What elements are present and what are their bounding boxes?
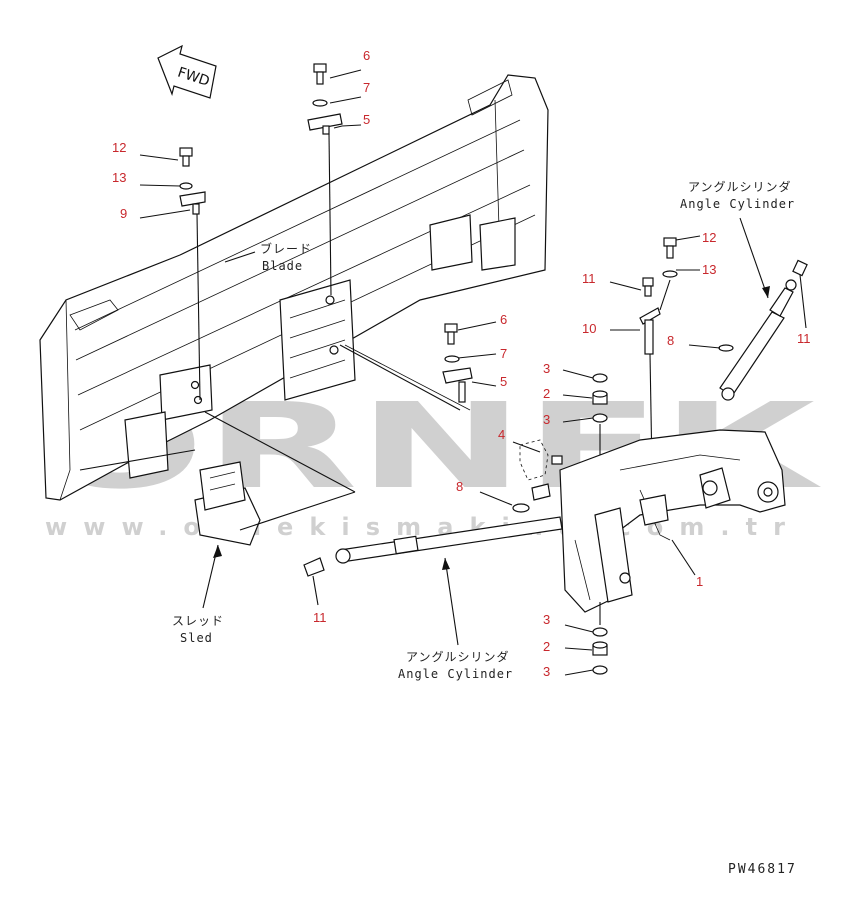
callout-1: 1 [696, 574, 703, 589]
callout-6-middle: 6 [500, 312, 507, 327]
callout-9: 9 [120, 206, 127, 221]
bolt-stack-right [609, 235, 734, 471]
callout-2-lower: 2 [543, 639, 550, 654]
angle-cylinder-lower-label-jp: アングルシリンダ [406, 649, 510, 664]
callout-3-upper-a: 3 [543, 361, 550, 376]
callout-12-left: 12 [112, 140, 126, 155]
bolt-stack-middle [339, 321, 497, 411]
callout-8-lower: 8 [456, 479, 463, 494]
callout-11-upper: 11 [582, 271, 596, 286]
angle-cylinder-upper-label-en: Angle Cylinder [680, 197, 795, 211]
washer-stack-upper [562, 369, 608, 470]
bolt-stack-top [307, 63, 362, 296]
sled-label-jp: スレッド [172, 614, 224, 628]
blade [39, 74, 549, 501]
bolt-stack-left [139, 147, 206, 401]
callout-13-left: 13 [112, 170, 126, 185]
callout-3-upper-b: 3 [543, 412, 550, 427]
sled-label-en: Sled [180, 631, 213, 645]
callout-2-upper: 2 [543, 386, 550, 401]
blade-label-en: Blade [262, 259, 303, 273]
callout-10: 10 [582, 321, 596, 336]
callout-13-right: 13 [702, 262, 716, 277]
sled [194, 461, 261, 546]
callout-8-upper: 8 [667, 333, 674, 348]
callout-11-lower: 11 [313, 610, 327, 625]
grease-fitting-4 [512, 439, 563, 481]
blade-leader [224, 251, 256, 263]
callout-12-right: 12 [702, 230, 716, 245]
callout-6-top: 6 [363, 48, 370, 63]
callout-5-top: 5 [363, 112, 370, 127]
angle-cylinder-lower-label-en: Angle Cylinder [398, 667, 513, 681]
callout-3-lower-b: 3 [543, 664, 550, 679]
callout-5-middle: 5 [500, 374, 507, 389]
angle-cylinder-lower [303, 483, 563, 646]
washer-stack-lower [564, 624, 608, 676]
callout-7-middle: 7 [500, 346, 507, 361]
connection-lines [79, 344, 471, 531]
callout-7-top: 7 [363, 80, 370, 95]
callout-3-lower-a: 3 [543, 612, 550, 627]
sled-arrowhead [213, 545, 222, 558]
drawing-code: PW46817 [728, 862, 797, 877]
angle-cylinder-upper [719, 217, 808, 401]
blade-label-jp: ブレード [260, 241, 312, 256]
callout-4: 4 [498, 427, 505, 442]
callout-11-right: 11 [797, 331, 811, 346]
angle-cylinder-upper-label-jp: アングルシリンダ [688, 179, 792, 194]
fwd-arrow: FWD [157, 44, 217, 99]
frame [559, 429, 786, 625]
